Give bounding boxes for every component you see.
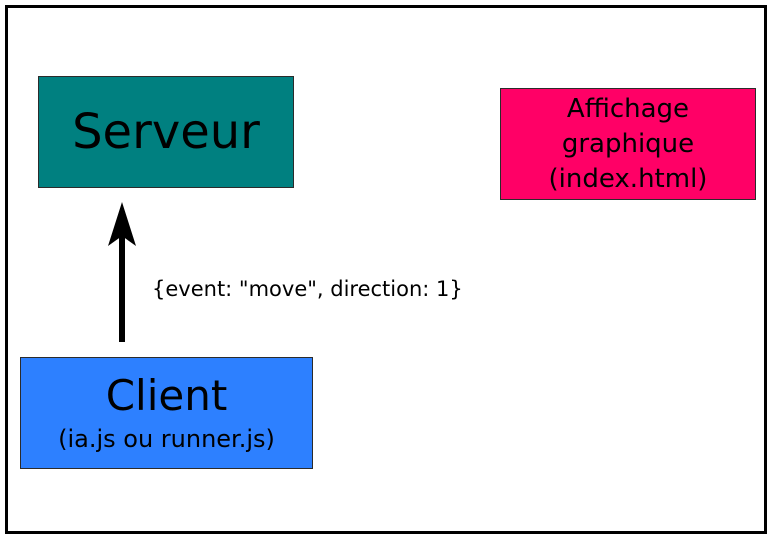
display-label-line-3: (index.html) (548, 163, 708, 194)
display-box: Affichage graphique (index.html) (500, 88, 756, 200)
display-label-line-1: Affichage (566, 93, 690, 124)
server-title: Serveur (72, 103, 260, 160)
client-box: Client (ia.js ou runner.js) (20, 357, 313, 469)
arrow-up-icon (108, 202, 136, 342)
display-label-line-2: graphique (561, 128, 695, 159)
client-title: Client (105, 371, 228, 420)
server-box: Serveur (38, 76, 294, 188)
client-subtitle: (ia.js ou runner.js) (58, 425, 275, 453)
message-label: {event: "move", direction: 1} (152, 277, 463, 301)
diagram-frame (5, 5, 767, 534)
